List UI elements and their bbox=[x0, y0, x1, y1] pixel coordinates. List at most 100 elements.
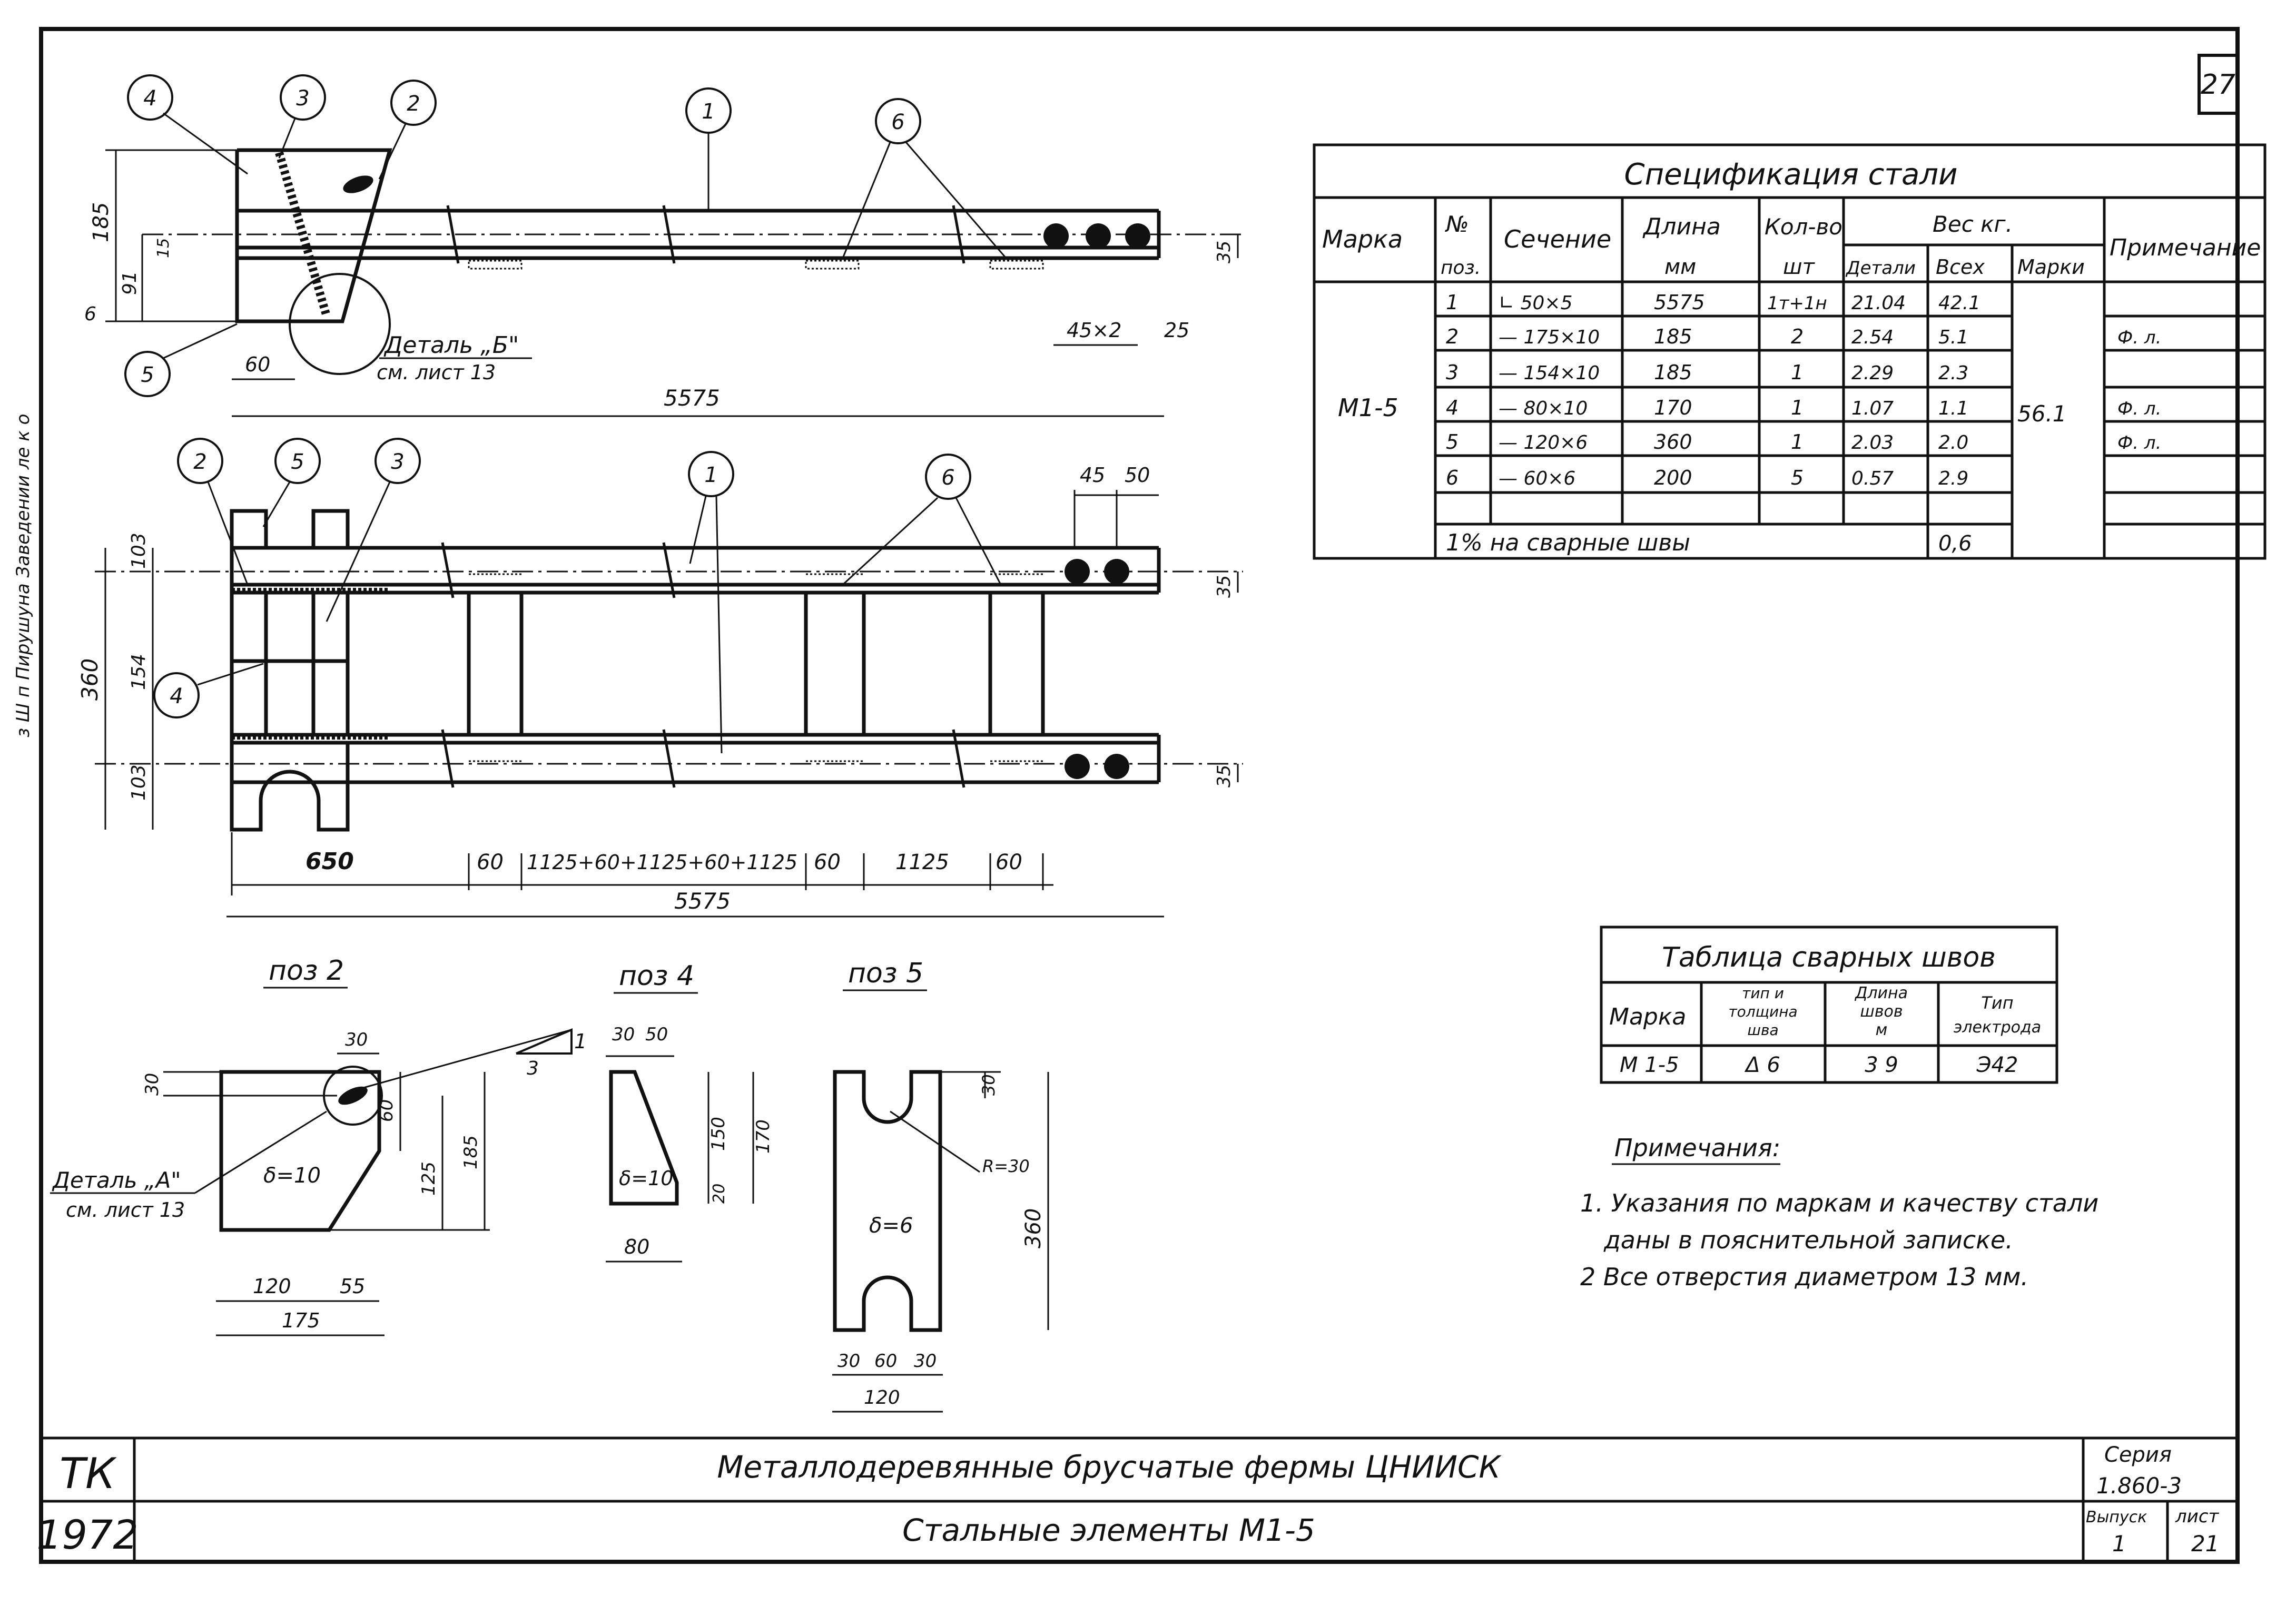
detail-a-label: Деталь „А" bbox=[52, 1167, 181, 1193]
elevation-position-callouts: 4 3 2 1 6 5 bbox=[124, 74, 1007, 397]
poz2-slope-1: 1 bbox=[574, 1030, 587, 1053]
dim-poz4-150: 150 bbox=[708, 1117, 729, 1151]
spec-row-6-w-total: 2.9 bbox=[1938, 468, 1968, 489]
plan-callout-4: 4 bbox=[170, 684, 183, 708]
plan-callout-1: 1 bbox=[704, 463, 717, 487]
spec-row-3-qty: 1 bbox=[1791, 361, 1804, 384]
spec-header-w-detail: Детали bbox=[1845, 258, 1916, 279]
spec-header-mark: Марка bbox=[1322, 225, 1403, 253]
spec-row-5-qty: 1 bbox=[1791, 430, 1804, 454]
elev-callout-5: 5 bbox=[141, 363, 154, 387]
elev-callout-3: 3 bbox=[296, 86, 309, 111]
spec-header-pos1: № bbox=[1445, 211, 1469, 237]
spec-row-5-pos: 5 bbox=[1446, 430, 1459, 454]
spec-row-5-w-detail: 2.03 bbox=[1851, 432, 1894, 454]
spec-row-1-w-total: 42.1 bbox=[1938, 292, 1980, 314]
weld-header-el1: Тип bbox=[1981, 993, 2013, 1013]
dim-poz5-30b: 30 bbox=[914, 1351, 937, 1372]
dim-plan-60-3: 60 bbox=[996, 850, 1022, 874]
spec-header-note: Примечание bbox=[2110, 234, 2261, 261]
poz2-detail: поз 2 δ=10 30 30 60 125 185 120 55 175 1… bbox=[50, 955, 587, 1336]
spec-mark-weight: 56.1 bbox=[2017, 401, 2067, 427]
dim-poz2-125: 125 bbox=[418, 1161, 439, 1196]
spec-row-4-pos: 4 bbox=[1446, 396, 1459, 419]
dim-plan-50: 50 bbox=[1125, 464, 1150, 487]
title-block: ТК 1972 Металлодеревянные брусчатые ферм… bbox=[36, 1436, 2238, 1562]
weld-header-type2: толщина bbox=[1728, 1003, 1797, 1020]
dim-poz2-60: 60 bbox=[376, 1099, 397, 1122]
elevation-dimensions: 185 91 15 6 60 45×2 25 35 5575 Деталь „Б… bbox=[84, 149, 1239, 417]
dim-poz5-30a: 30 bbox=[837, 1351, 860, 1372]
dim-poz4-50: 50 bbox=[645, 1024, 668, 1045]
spec-row-3-pos: 3 bbox=[1446, 361, 1459, 384]
spec-row-2: 2 — 175×10 185 2 2.54 5.1 Ф. л. bbox=[1446, 325, 2161, 348]
spec-header-pos2: поз. bbox=[1441, 257, 1481, 279]
elev-callout-4: 4 bbox=[143, 86, 156, 111]
plan-callout-6: 6 bbox=[941, 466, 954, 490]
dim-poz2-55: 55 bbox=[340, 1275, 365, 1298]
spec-header-section: Сечение bbox=[1504, 225, 1611, 253]
weld-row-type: Δ 6 bbox=[1744, 1053, 1780, 1077]
weld-row-mark: М 1-5 bbox=[1620, 1053, 1679, 1077]
elev-callout-1: 1 bbox=[702, 100, 715, 124]
dim-poz5-60: 60 bbox=[874, 1351, 897, 1372]
dim-poz2-120: 120 bbox=[253, 1275, 291, 1298]
weld-header-mark: Марка bbox=[1609, 1003, 1686, 1030]
spec-row-4-w-detail: 1.07 bbox=[1851, 398, 1894, 419]
sheet-frame bbox=[39, 27, 2240, 1564]
plan-callout-5: 5 bbox=[291, 450, 304, 474]
dim-plan-103-bot: 103 bbox=[128, 764, 150, 801]
spec-row-3-section: — 154×10 bbox=[1499, 362, 1600, 384]
dim-elev-25: 25 bbox=[1164, 319, 1189, 342]
spec-header-qty1: Кол-во bbox=[1765, 214, 1842, 240]
spec-row-6-section: — 60×6 bbox=[1499, 468, 1575, 489]
spec-row-6-qty: 5 bbox=[1791, 466, 1804, 489]
spec-header-weight: Вес кг. bbox=[1933, 211, 2013, 237]
side-margin-text: з Ш п Пирушуна Заведении ле к о bbox=[13, 414, 34, 737]
sheet-number-box: 27 bbox=[2198, 54, 2239, 115]
dim-elev-185: 185 bbox=[89, 202, 113, 242]
dim-elev-6: 6 bbox=[84, 303, 96, 325]
dim-poz2-175: 175 bbox=[282, 1309, 320, 1332]
spec-header-length1: Длина bbox=[1642, 213, 1721, 240]
spec-row-2-w-detail: 2.54 bbox=[1851, 327, 1894, 348]
note-item-1-cont: даны в пояснительной записке. bbox=[1603, 1226, 2013, 1254]
spec-row-5-note: Ф. л. bbox=[2117, 432, 2161, 454]
dim-plan-650: 650 bbox=[306, 848, 354, 875]
spec-row-4-w-total: 1.1 bbox=[1938, 398, 1968, 419]
spec-row-2-length: 185 bbox=[1654, 325, 1692, 348]
dim-plan-35-bot: 35 bbox=[1214, 765, 1235, 787]
poz2-title: поз 2 bbox=[269, 955, 344, 987]
poz5-title: поз 5 bbox=[848, 958, 923, 989]
dim-elev-35: 35 bbox=[1214, 241, 1235, 263]
poz2-thickness: δ=10 bbox=[263, 1164, 321, 1188]
spec-header-w-total: Всех bbox=[1936, 255, 1985, 279]
plan-position-callouts: 2 5 3 1 6 4 bbox=[153, 438, 1002, 754]
dim-elev-60: 60 bbox=[245, 353, 270, 376]
dim-plan-360: 360 bbox=[77, 658, 103, 701]
poz4-detail: поз 4 δ=10 30 50 150 20 170 80 bbox=[606, 960, 774, 1263]
spec-header-length2: мм bbox=[1664, 255, 1696, 279]
note-item-2: 2 Все отверстия диаметром 13 мм. bbox=[1580, 1263, 2028, 1291]
title-block-issue-label: Выпуск bbox=[2086, 1508, 2147, 1527]
notes-block: Примечания: 1. Указания по маркам и каче… bbox=[1580, 1134, 2098, 1291]
spec-table: Спецификация стали Марка № поз. Сечение … bbox=[1313, 143, 2267, 560]
dim-poz5-radius: R=30 bbox=[982, 1156, 1030, 1176]
weld-header-len2: швов bbox=[1860, 1002, 1903, 1021]
dim-plan-mid: 1125+60+1125+60+1125 bbox=[527, 851, 797, 874]
spec-row-6-length: 200 bbox=[1654, 466, 1692, 489]
title-block-subtitle: Стальные элементы М1-5 bbox=[902, 1512, 1315, 1548]
dim-plan-103-top: 103 bbox=[128, 533, 150, 569]
dim-poz2-30w: 30 bbox=[345, 1029, 368, 1050]
spec-mark: М1-5 bbox=[1338, 393, 1398, 422]
dim-poz5-360: 360 bbox=[1021, 1208, 1046, 1248]
dim-plan-1125: 1125 bbox=[895, 850, 949, 874]
dim-poz4-20: 20 bbox=[710, 1184, 728, 1204]
spec-row-5-length: 360 bbox=[1654, 430, 1692, 454]
title-block-year: 1972 bbox=[36, 1511, 138, 1558]
spec-row-1-length: 5575 bbox=[1654, 291, 1705, 314]
title-block-sheet-value: 21 bbox=[2191, 1531, 2219, 1557]
dim-elev-91: 91 bbox=[119, 271, 141, 295]
spec-row-3-length: 185 bbox=[1654, 361, 1692, 384]
